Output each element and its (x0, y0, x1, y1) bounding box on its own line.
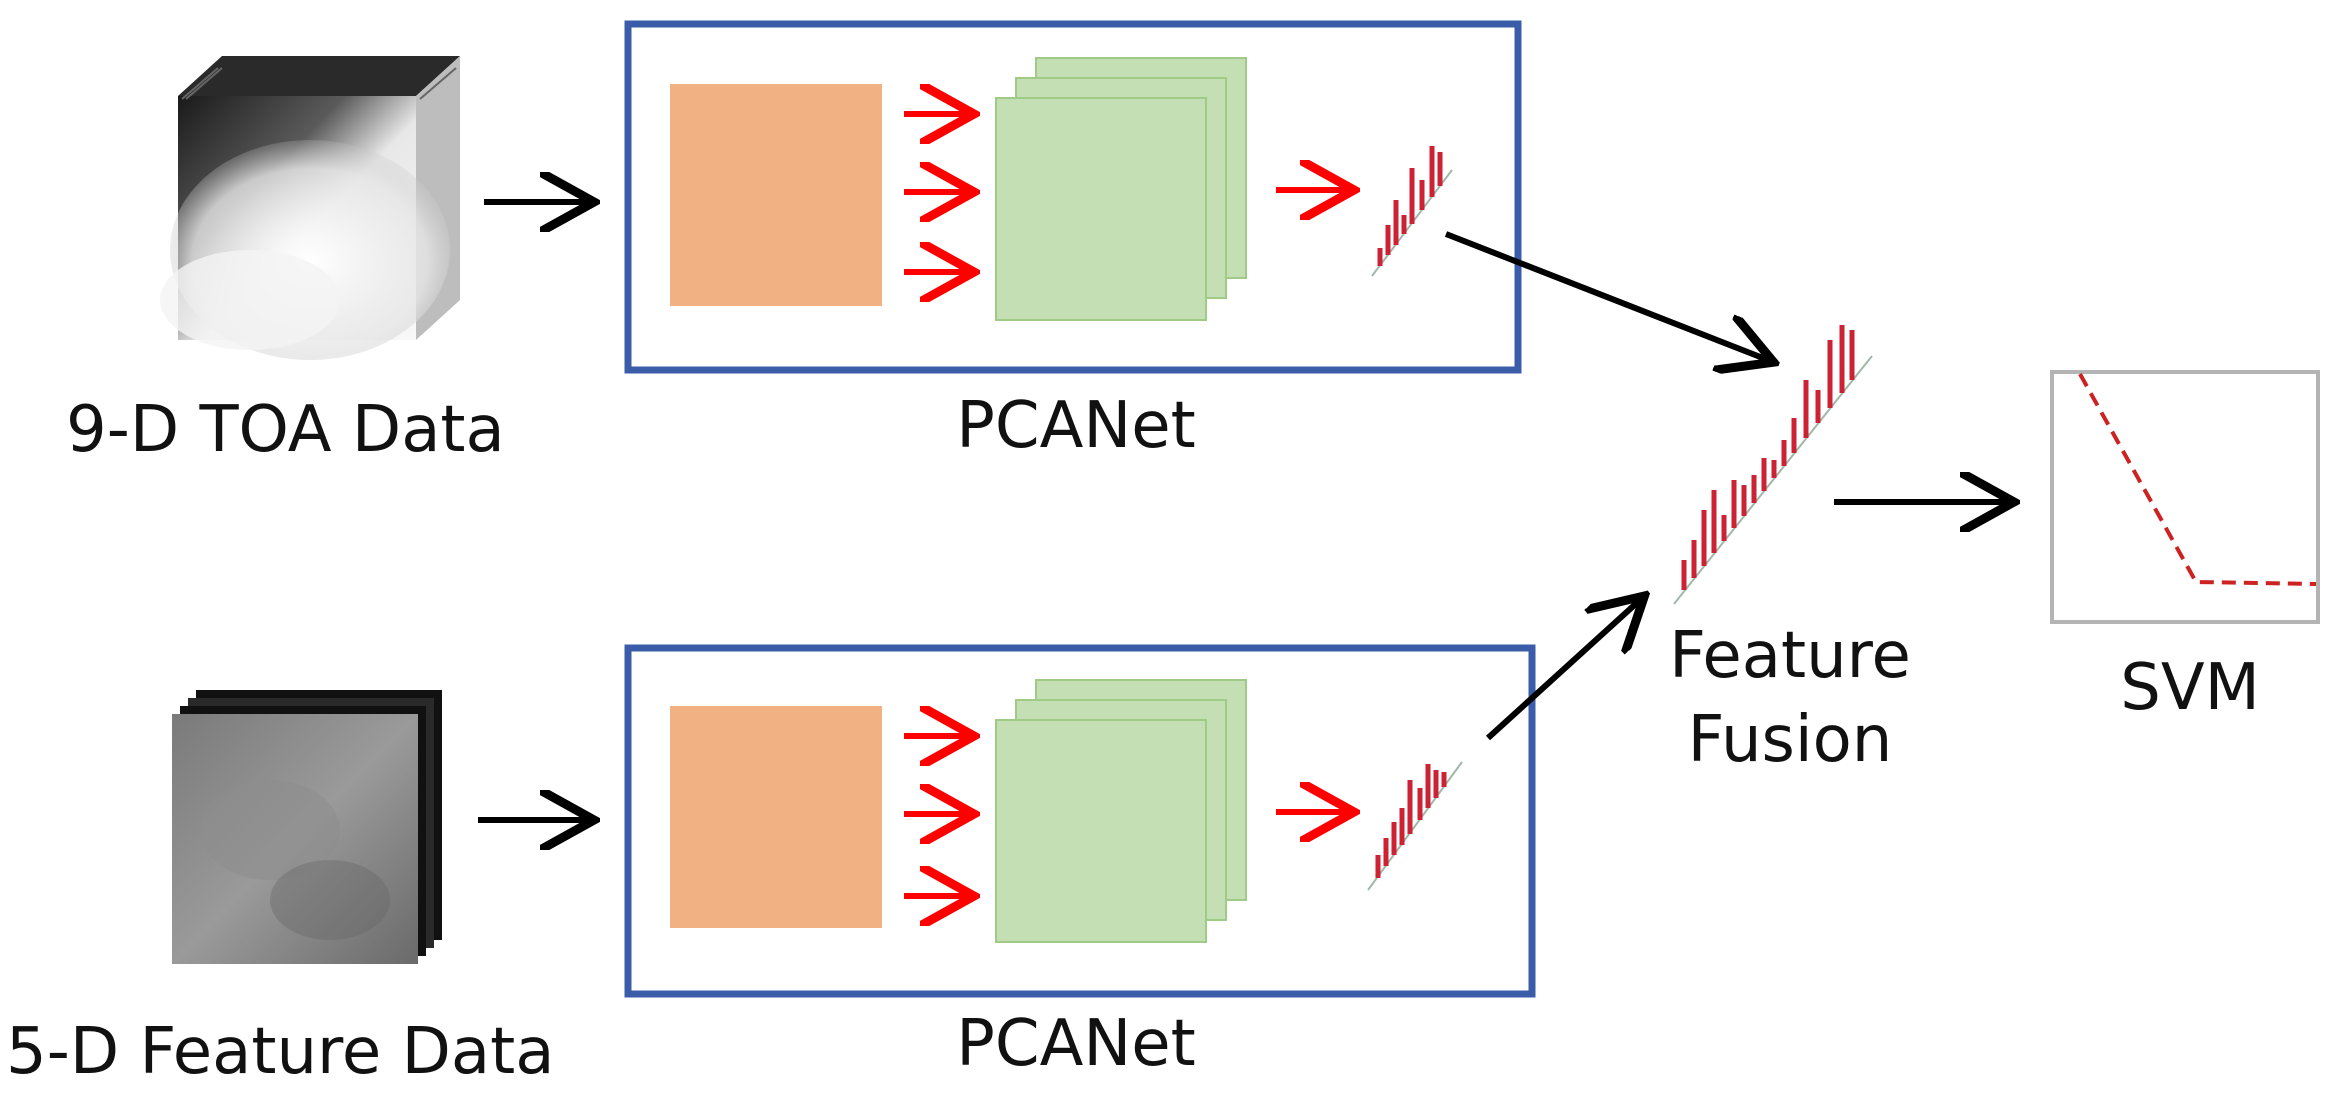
svm-label: SVM (2120, 651, 2260, 725)
svm-curve (2078, 373, 2317, 586)
pcanet-top-label: PCANet (956, 389, 1196, 463)
feature-maps-top (995, 57, 1247, 321)
toa-data-cube (160, 56, 460, 360)
feature-maps-bottom (995, 679, 1247, 943)
arrow-top-to-fusion (1444, 231, 1768, 360)
fusion-label-line2: Fusion (1687, 703, 1893, 777)
arrow-bottom-to-fusion (1485, 600, 1640, 741)
feature-vector-bottom (1367, 761, 1463, 891)
pcanet-bottom-label: PCANet (956, 1007, 1196, 1081)
feature-data-label: 5-D Feature Data (6, 1015, 555, 1089)
filter-block-top (670, 84, 882, 306)
feature-data-stack (172, 690, 442, 964)
feature-vector-top (1371, 146, 1453, 277)
pcanet-box-top (624, 20, 1522, 374)
pcanet-box-bottom (624, 644, 1536, 998)
fusion-label-line1: Feature (1669, 619, 1911, 693)
svm-box (2050, 370, 2320, 624)
toa-data-label: 9-D TOA Data (66, 393, 505, 467)
filter-block-bottom (670, 706, 882, 928)
fused-feature-vector (1673, 325, 1873, 605)
